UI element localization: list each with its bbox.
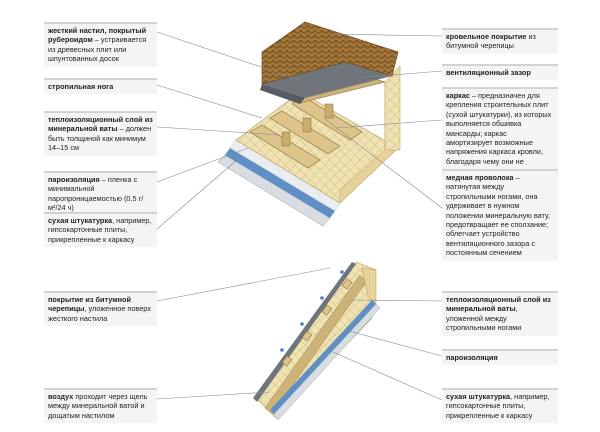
callout-text: – пленка с минимальной паропроницаемость… <box>48 175 144 213</box>
callout-air: воздух проходит через щель между минерал… <box>44 388 157 424</box>
callout-text: из битумной черепицы <box>446 32 536 51</box>
callout-drywall-bottom: сухая штукатурка, например, гипсокартонн… <box>442 388 558 424</box>
callout-title: покрытие из битумной черепицы <box>48 295 131 314</box>
callout-text: , уложенной между стропильными ногами <box>446 304 522 333</box>
callout-text: – натянутая между стропильными ногами, о… <box>446 173 550 258</box>
callout-title: теплоизоляционный слой из минеральной ва… <box>48 115 153 134</box>
callout-vapor-barrier-bottom: пароизоляция <box>442 349 558 366</box>
callout-insulation-top: теплоизоляционный слой из минеральной ва… <box>44 111 157 156</box>
callout-title: жесткий настил, покрытый рубероидом <box>48 26 147 45</box>
callout-title: пароизоляция <box>446 353 498 362</box>
callout-title: сухая штукатурка <box>48 216 113 225</box>
callout-bitumen-shingle: покрытие из битумной черепицы, уложенное… <box>44 291 157 327</box>
callout-text: – устраивается из древесных плит или шпу… <box>48 35 147 64</box>
callout-title: кровельное покрытие <box>446 32 527 41</box>
callout-insulation-bottom: теплоизоляционный слой из минеральной ва… <box>442 291 558 336</box>
callout-title: медная проволока <box>446 173 514 182</box>
callout-title: пароизоляция <box>48 175 100 184</box>
callout-text: – предназначен для крепления строительны… <box>446 91 552 175</box>
roof-cross-section-bottom <box>253 261 381 421</box>
callout-text: , например, гипсокартонные плиты, прикре… <box>48 216 152 244</box>
callout-frame: каркас – предназначен для крепления стро… <box>442 87 558 179</box>
callout-title: теплоизоляционный слой из минеральной ва… <box>446 295 551 314</box>
callout-vent-gap: вентиляционный зазор <box>442 64 558 81</box>
callout-text: , например, гипсокартонные плиты, прикре… <box>446 392 550 420</box>
callout-title: вентиляционный зазор <box>446 68 531 77</box>
callout-text: проходит через щель между минеральной ва… <box>48 392 148 420</box>
callout-text: , уложенное поверх жесткого настила <box>48 304 151 323</box>
callout-title: воздух <box>48 392 74 401</box>
callout-vapor-barrier-top: пароизоляция – пленка с минимальной паро… <box>44 171 157 216</box>
callout-hard-deck: жесткий настил, покрытый рубероидом – ус… <box>44 22 157 67</box>
callout-roofing: кровельное покрытие из битумной черепицы <box>442 28 558 54</box>
callout-text: – должен быть толщиной как минимум 14–15… <box>48 124 152 153</box>
callout-title: каркас <box>446 91 470 100</box>
callout-title: сухая штукатурка <box>446 392 511 401</box>
callout-title: стропильная нога <box>48 82 114 91</box>
callout-rafter: стропильная нога <box>44 78 157 95</box>
callout-copper-wire: медная проволока – натянутая между строп… <box>442 169 558 261</box>
callout-drywall-top: сухая штукатурка, например, гипсокартонн… <box>44 212 157 248</box>
roof-cross-section-top <box>217 21 401 227</box>
